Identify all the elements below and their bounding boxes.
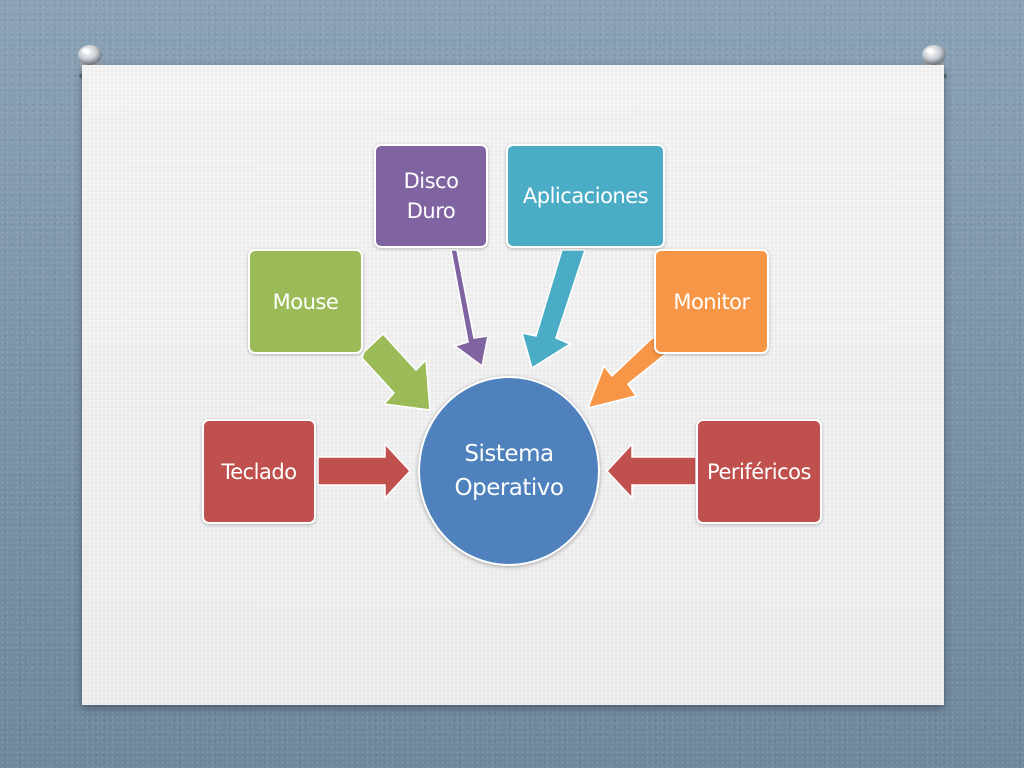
node-sistema-operativo: Sistema Operativo <box>418 376 600 566</box>
arrow-monitor <box>586 334 670 410</box>
arrow-teclado <box>317 442 412 500</box>
node-disco-duro: Disco Duro <box>374 144 488 248</box>
node-aplicaciones: Aplicaciones <box>506 144 665 248</box>
arrow-perifericos <box>605 442 697 500</box>
node-perifericos-label: Periféricos <box>707 459 811 484</box>
arrow-aplicaciones <box>520 249 587 370</box>
node-monitor: Monitor <box>654 249 769 354</box>
node-disco-duro-label: Disco Duro <box>403 169 459 223</box>
node-mouse-label: Mouse <box>272 289 339 314</box>
center-label-line2: Operativo <box>454 475 565 501</box>
node-teclado: Teclado <box>202 419 316 524</box>
node-monitor-label: Monitor <box>673 289 750 314</box>
node-teclado-label: Teclado <box>221 459 297 484</box>
arrow-mouse <box>361 332 431 411</box>
arrow-disco-duro <box>433 249 489 368</box>
center-label-line1: Sistema <box>464 441 554 467</box>
node-perifericos: Periféricos <box>696 419 822 524</box>
node-mouse: Mouse <box>248 249 363 354</box>
node-aplicaciones-label: Aplicaciones <box>522 184 649 208</box>
